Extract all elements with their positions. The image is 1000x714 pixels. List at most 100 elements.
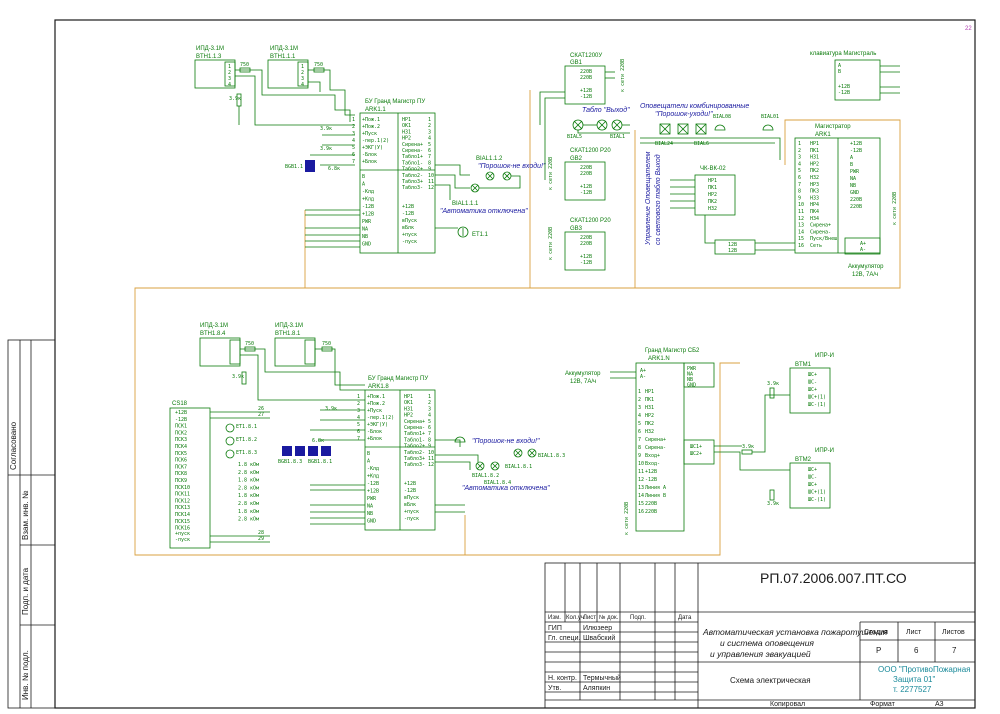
akk1-line1: Аккумулятор [848,264,884,270]
sheet-value: 6 [914,646,919,655]
bu-bot-left-row-num-6: 7 [357,436,360,442]
mag-left-row-num-8: 9 [798,195,801,201]
ipd-detector-3: ИПД-3.1М BTH1.8.4 [199,323,241,367]
bial08-label: BIAL08 [713,114,731,120]
svg-text:1: 1 [228,64,231,70]
bu-bot-right-row-3: НР2 [404,413,413,419]
cs18-row-17: ПСК16 [175,526,190,532]
ipd4-title: ИПД-3.1М [275,323,303,329]
bu-bot-title: БУ Гранд Магистр ПУ [368,376,428,382]
bu-bot-left-row-num-5: 6 [357,429,360,435]
ska1-vert: к сети 220В [620,59,626,92]
bu-bot-lower-right-row-0: +12В [404,481,416,487]
chk-12v-b: 12В [728,248,737,254]
et181-label: ET1.8.1 [236,424,257,430]
gm-left-row-0: НР1 [645,389,654,395]
spec-name: Швабский [583,634,615,642]
bu-top-right-row-num-7: 8 [428,160,431,166]
cs18-pin-28: 28 [258,530,264,536]
bu-bot-right-row-5: Сирена- [404,425,425,431]
bu-top-lower-row-2: -Клд [362,189,374,195]
gm-left-row-9: Вход- [645,461,660,467]
avto-top-label: "Автоматика отключена" [440,208,528,215]
bu-bot-right-row-2: Н31 [404,406,413,412]
mag-right-row-2: А [850,155,853,161]
ipr-detector-2: ИПР-И BTM2 ШС+ШС-ШС+ШС+(1)ШС-(1) 3.9к [767,448,834,509]
bu-bot-lower-right-row-3: вБлк [404,502,416,508]
ipr1-row-0: ШС+ [808,372,817,378]
gm-left-row-num-0: 1 [638,389,641,395]
mag-left-row-num-7: 8 [798,189,801,195]
vert-label-2: со светового табло Выход [654,154,662,245]
bu-bot-lower-row-5: +12В [367,489,379,495]
orange-bus-lines [134,90,901,556]
svg-text:2: 2 [301,70,304,76]
ipd4-tag: BTH1.8.1 [275,331,301,337]
bu-bot-right-row-num-8: 9 [428,444,431,450]
gm-left-row-num-13: 14 [638,493,644,499]
gm-left-row-num-11: 12 [638,477,644,483]
mag-left-row-num-12: 13 [798,223,804,229]
gip-role: ГИП [548,625,562,632]
doc-code: РП.07.2006.007.ПТ.СО [760,570,907,586]
bu-bot-lower-right-row-4: +пуск [404,509,419,515]
gm-left-row-4: ПК2 [645,421,654,427]
ska2-tag: GB2 [570,156,583,162]
svg-text:1: 1 [301,64,304,70]
gm-left-row-6: Сирена+ [645,437,666,443]
bu-top-lower-right-row-1: -12В [402,211,414,217]
bu-top-right-row-4: Сирена+ [402,142,423,148]
title-line1: Автоматическая установка пожаротушения [702,627,888,637]
bu-top-right-row-11: Табло3- [402,184,423,191]
sheets-label: Листов [942,629,965,636]
bu-top-lower-row-0: В [362,174,365,180]
gm-left-row-3: НР2 [645,413,654,419]
akkumulator-1: А+ А- Аккумулятор 12В, 7А/ч [844,237,884,278]
gm-left-row-13: Линия В [645,493,666,499]
gm-left-row-2: Н31 [645,405,654,411]
gm-left-row-num-2: 3 [638,405,641,411]
cs18-row-2: ПСК1 [175,424,187,430]
bu-top-left-row-num-5: 6 [352,152,355,158]
poroshok-top-label: "Порошок-не входи!" [478,162,546,170]
bottom-left-wiring [240,346,365,525]
et11-label: ET1.1 [472,232,489,238]
r39-top-b: 3.9к [320,126,332,132]
mag-tag: ARK1 [815,132,831,138]
bu-bot-lower-row-6: PWR [367,496,377,502]
akk2-line1: Аккумулятор [565,371,601,377]
et182-label: ET1.8.2 [236,437,257,443]
bu-bot-right-row-10: Табло3+ [404,455,425,462]
r39-top-a: 3.9к [229,96,241,102]
mag-left-row-num-6: 7 [798,182,801,188]
bial184-label: BIAL1.8.4 [484,480,511,486]
hdr-izm: Изм. [548,615,561,621]
ska2-row-0: 220В [580,165,592,171]
mag-right-row-7: GND [850,190,859,196]
gm-left-row-num-15: 16 [638,509,644,515]
nkontr-role: Н. контр. [548,675,577,682]
shc2-label: ШС2+ [690,451,702,457]
bu-top-right-row-num-10: 11 [428,179,434,185]
bu-bot-right-row-7: Табло1- [404,436,425,443]
gm-left-row-11: -12В [645,477,657,483]
akkumulator-2: Аккумулятор 12В, 7А/ч [565,371,636,385]
ska3-row-0: 220В [580,235,592,241]
bial112-label: BIAL1.1.2 [476,156,503,162]
gm-right-row-0: PWR [687,366,697,372]
gm-left-row-num-12: 13 [638,485,644,491]
utv-name: Аляпкин [583,685,610,692]
kb-row-3: -12В [838,90,850,96]
gm-title: Гранд Магистр СБ2 [645,348,700,354]
gm-left-row-14: 220В [645,501,657,507]
bu-bot-right-row-num-6: 7 [428,431,431,437]
bu-top-left-row-0: +Пож.1 [362,117,380,123]
cs18-row-12: ПСК11 [175,492,190,498]
mag-left-row-15: Сеть [810,243,822,249]
shc1-label: ШС1+ [690,444,702,450]
cs18-row-10: ПСК9 [175,478,187,484]
gm-akk-minus: А- [640,374,646,380]
skat-psu-2: СКАТ1200 Р20 GB2 220В 220В +12В -12В к с… [548,148,611,201]
mag-title: Магистратор [815,124,851,130]
mag-right-row-0: +12В [850,141,862,147]
